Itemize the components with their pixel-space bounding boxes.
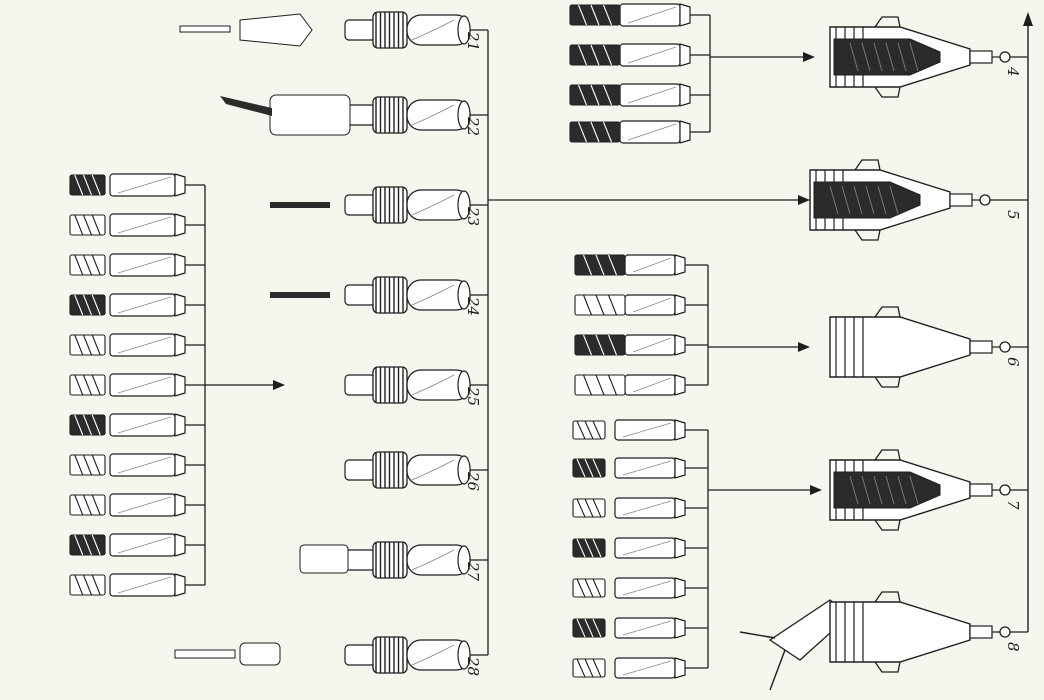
arrow-to-holder-4 xyxy=(710,52,815,62)
right-bottom-tool-gear-cutter xyxy=(572,577,708,599)
figure-number-27: 27 xyxy=(464,562,482,582)
right-mid-tool-gear-hob xyxy=(574,294,708,316)
holder-7 xyxy=(829,449,1028,531)
figure-number-7: 7 xyxy=(1004,500,1022,510)
adapter-22 xyxy=(220,94,488,136)
adapter-28 xyxy=(174,636,488,674)
right-mid-tool-four-flute-mill xyxy=(574,334,708,356)
figure-number-22: 22 xyxy=(464,117,482,137)
left-tool-boring-tool xyxy=(69,373,205,397)
left-tool-small-gear xyxy=(69,533,205,557)
holder-8 xyxy=(739,591,1028,691)
left-tool-knurl xyxy=(69,453,205,477)
figure-number-28: 28 xyxy=(464,657,482,677)
figure-number-6: 6 xyxy=(1004,357,1022,367)
figure-number-23: 23 xyxy=(464,207,482,227)
adapter-25 xyxy=(344,366,488,404)
left-tool-boring-bar xyxy=(69,253,205,277)
left-tool-step-drill xyxy=(69,213,205,237)
figure-number-26: 26 xyxy=(464,472,482,492)
right-bottom-tool-small-gear xyxy=(572,617,708,639)
adapter-27 xyxy=(299,541,488,579)
right-bottom-tool-plain-shank xyxy=(572,537,708,559)
right-bottom-tool-short-drill xyxy=(572,657,708,679)
right-mid-tool-fine-mill xyxy=(574,254,708,276)
left-tool-end-mill xyxy=(69,173,205,197)
adapter-21 xyxy=(179,11,488,49)
figure-number-8: 8 xyxy=(1004,642,1022,652)
arrow-to-adapter-25 xyxy=(205,380,285,390)
left-tool-short-drill xyxy=(69,573,205,597)
right-top-tool-helical-mill xyxy=(569,120,710,144)
spindle-bus xyxy=(1023,12,1033,632)
arrow-to-holder-6 xyxy=(708,342,810,352)
figure-number-21: 21 xyxy=(464,32,482,52)
right-bottom-tool-boring-bar xyxy=(572,457,708,479)
right-top-tool-twist-mill xyxy=(569,43,710,67)
right-bottom-tool-step-drill xyxy=(572,419,708,441)
left-tool-gear-cutter xyxy=(69,493,205,517)
right-top-tool-spiral-mill xyxy=(569,3,710,27)
left-tool-grooving-tool xyxy=(69,413,205,437)
figure-number-4: 4 xyxy=(1004,67,1022,77)
right-mid-tool-helical-cutter xyxy=(574,374,708,396)
adapter-26 xyxy=(344,451,488,489)
holder-4 xyxy=(829,16,1028,98)
figure-number-25: 25 xyxy=(464,387,482,407)
right-bottom-tool-drill-chuck xyxy=(572,497,708,519)
adapter-24 xyxy=(270,276,488,314)
holder-5 xyxy=(809,159,1028,241)
figure-number-5: 5 xyxy=(1004,210,1022,220)
left-tool-drill-chuck xyxy=(69,293,205,317)
adapter-23 xyxy=(270,186,488,224)
arrow-to-holder-5 xyxy=(488,195,810,205)
left-tool-drill xyxy=(69,333,205,357)
figure-number-24: 24 xyxy=(464,297,482,317)
right-top-tool-slot-cutter xyxy=(569,83,710,107)
arrow-to-holder-7 xyxy=(708,485,822,495)
holder-6 xyxy=(829,306,1028,388)
